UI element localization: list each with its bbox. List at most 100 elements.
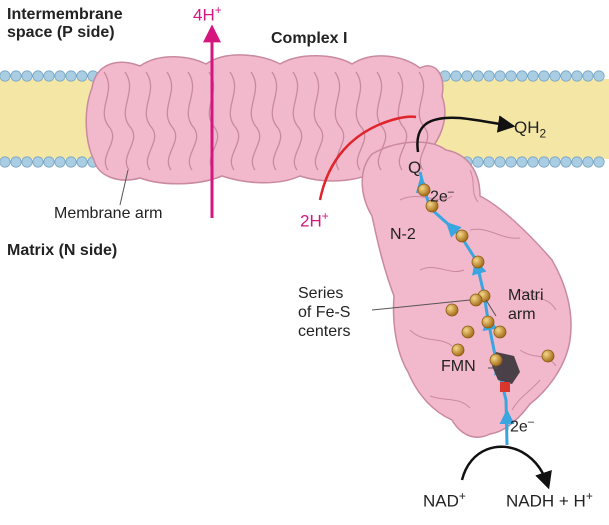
lipid-head [76, 70, 88, 82]
lipid-head [538, 70, 550, 82]
membrane-arm-pointer [119, 169, 129, 206]
transmembrane-helix [229, 71, 240, 171]
surface-fold [429, 395, 471, 409]
lipid-head [582, 70, 594, 82]
n-side-label: Matrix (N side) [7, 242, 117, 260]
surface-fold [519, 349, 557, 367]
surface-fold [399, 195, 453, 201]
lipid-head [593, 156, 605, 168]
surface-fold [469, 228, 521, 239]
quinone-label: Q [408, 158, 422, 177]
matrix-arm-line2: arm [508, 306, 536, 324]
surface-fold [519, 289, 557, 311]
nadh-charge: + [585, 489, 593, 503]
matrix-arm-line1: Matri [508, 287, 544, 304]
lipid-head [549, 70, 561, 82]
transmembrane-helix [166, 71, 177, 171]
fe-s-centers [417, 183, 555, 367]
qh2-base: QH [514, 118, 540, 137]
p-side-label: Intermembrane space (P side) [7, 6, 123, 43]
nadh-oxidation-arrow [460, 445, 552, 490]
series-line2: of Fe-S [298, 304, 351, 322]
fe-s-cluster [425, 199, 439, 213]
electrons-top-label: 2e– [430, 186, 454, 207]
n-side-post: side) [75, 242, 118, 259]
electrons-bottom-charge: – [527, 416, 535, 428]
fe-s-cluster [489, 353, 503, 367]
transmembrane-helix [103, 71, 114, 171]
fe-s-cluster [541, 349, 555, 363]
fe-s-cluster [451, 343, 465, 357]
fe-s-cluster [455, 229, 469, 243]
fe-s-cluster [417, 183, 431, 197]
lipid-head [560, 70, 572, 82]
lipid-head [0, 156, 11, 168]
proton-2h-arrow [318, 115, 417, 201]
series-line3: centers [298, 323, 351, 341]
lipid-head [21, 70, 33, 82]
lipid-head [527, 156, 539, 168]
surface-fold [419, 266, 465, 272]
proton-4h-number: 4H [193, 5, 215, 25]
transmembrane-helix [187, 71, 198, 171]
lipid-head [472, 70, 484, 82]
lipid-head [32, 70, 44, 82]
lipid-head [10, 156, 22, 168]
proton-4h-charge: + [214, 3, 222, 17]
fe-s-cluster [469, 293, 483, 307]
fe-s-cluster [471, 255, 485, 269]
transmembrane-helix [124, 71, 135, 171]
lipid-head [43, 70, 55, 82]
electrons-bottom-label: 2e– [510, 416, 534, 437]
lipid-head [65, 156, 77, 168]
lipid-head [65, 70, 77, 82]
lipid-head [516, 156, 528, 168]
fe-s-cluster [493, 325, 507, 339]
surface-fold [409, 329, 453, 347]
transmembrane-helix [250, 71, 261, 171]
lipid-head [54, 70, 66, 82]
transmembrane-helix [271, 71, 282, 171]
proton-2h-charge: + [321, 209, 329, 223]
p-side-letter: P [62, 24, 73, 42]
fe-s-series-label: Series of Fe-S centers [298, 284, 350, 342]
lipid-head [450, 70, 462, 82]
transmembrane-helix [145, 71, 156, 171]
p-side-line2-post: side) [72, 24, 115, 42]
lipid-head [582, 156, 594, 168]
nad-charge: + [458, 489, 466, 503]
lipid-head [54, 156, 66, 168]
lipid-head [527, 70, 539, 82]
membrane-arm-label: Membrane arm [54, 205, 163, 222]
transmembrane-helix [355, 71, 366, 171]
transmembrane-helix [292, 71, 303, 171]
lipid-head [593, 70, 605, 82]
nad-label: NAD+ [423, 489, 466, 511]
matrix-arm-protein [361, 141, 572, 438]
qh2-label: QH2 [514, 118, 546, 141]
series-line1: Series [298, 285, 344, 302]
surface-fold [469, 169, 479, 203]
lipid-head [549, 156, 561, 168]
lipid-head [571, 70, 583, 82]
nadh-label: NADH + H+ [506, 489, 593, 511]
p-side-line1: Intermembrane [7, 6, 123, 23]
qh2-subscript: 2 [539, 126, 547, 141]
electrons-top-text: 2e [430, 188, 448, 206]
lipid-head [76, 156, 88, 168]
proton-2h-label: 2H+ [300, 209, 329, 231]
matrix-arm-pointer [485, 299, 497, 317]
proton-4h-label: 4H+ [193, 3, 222, 25]
transmembrane-helix [418, 71, 429, 171]
n-side-pre: Matrix ( [7, 242, 64, 259]
surface-fold [511, 379, 541, 411]
p-side-line2-pre: space ( [7, 24, 63, 42]
lipid-head [494, 156, 506, 168]
lipid-head [505, 70, 517, 82]
lipid-head [516, 70, 528, 82]
matrix-arm-label: Matri arm [508, 286, 544, 324]
lipid-head [0, 70, 11, 82]
series-pointer [371, 299, 471, 311]
electron-arrow [445, 221, 462, 238]
